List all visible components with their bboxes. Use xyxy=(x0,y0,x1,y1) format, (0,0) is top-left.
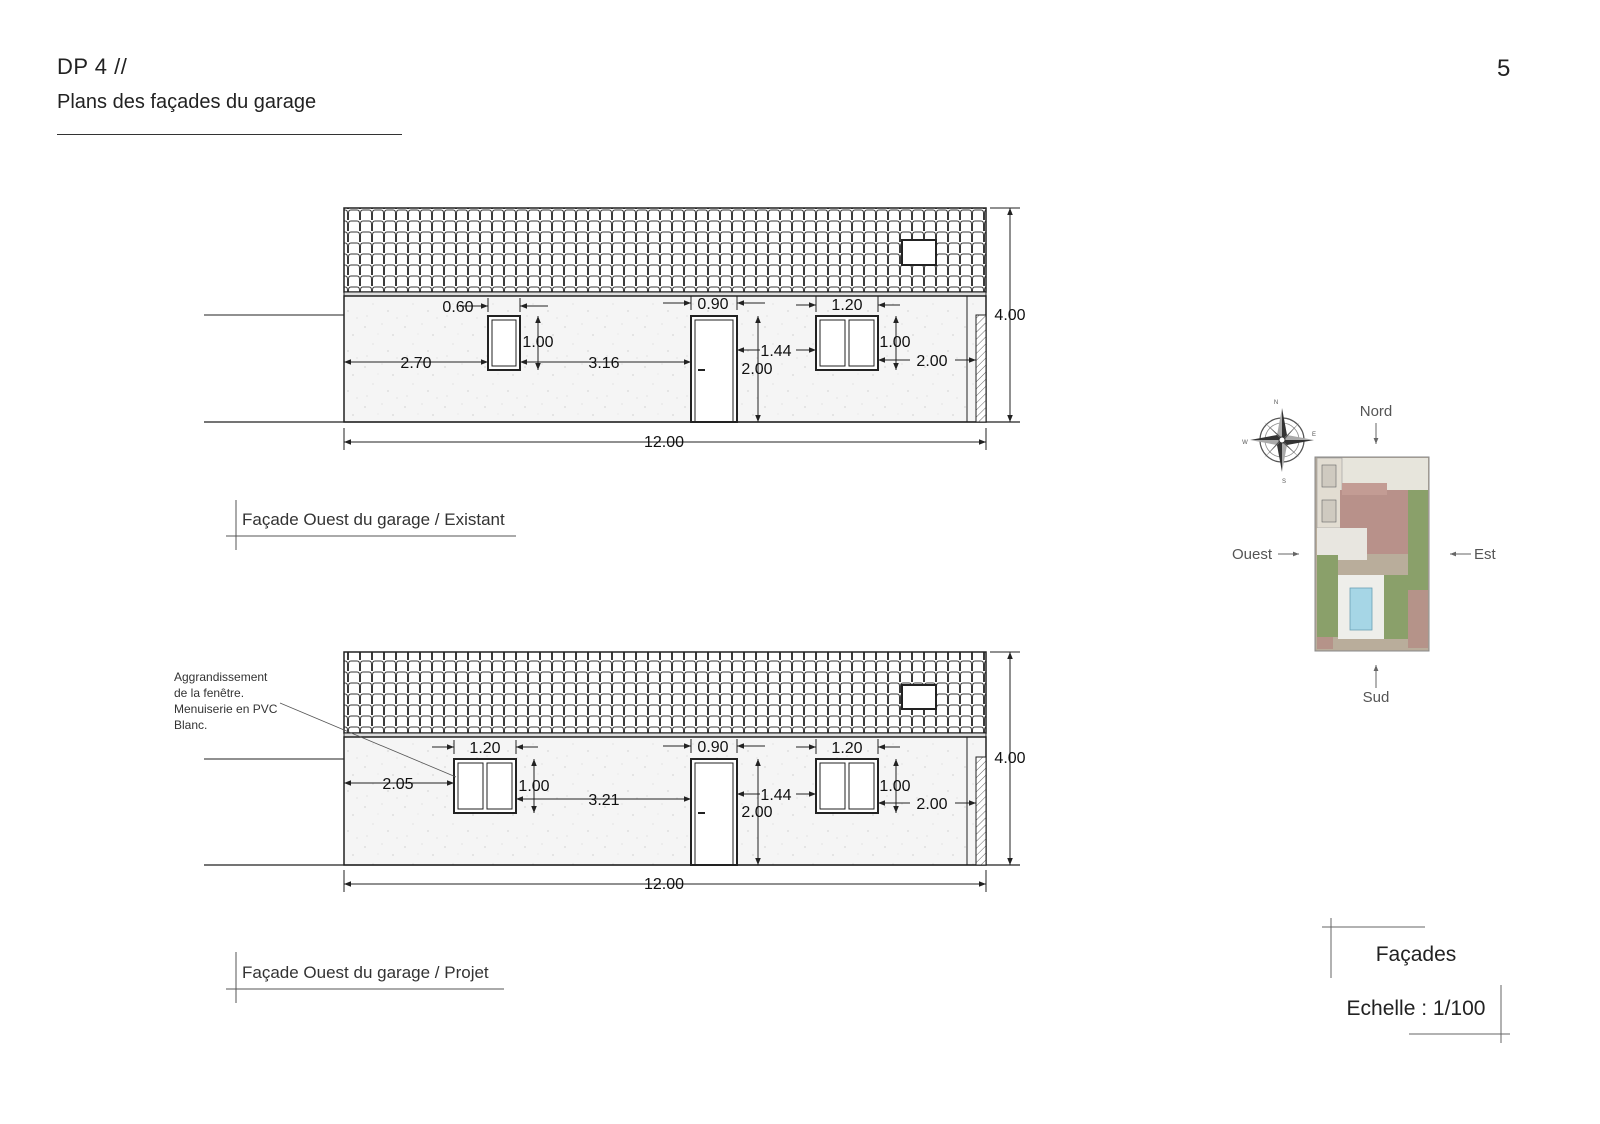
header-divider xyxy=(57,134,402,135)
elevation-project: 4.00 12.00 2.05 1.20 1.00 3.21 0.90 1.44… xyxy=(174,651,1026,1003)
caption-existing: Façade Ouest du garage / Existant xyxy=(226,500,516,550)
dim-door-width: 0.90 xyxy=(697,739,728,756)
dim-window2-height: 1.00 xyxy=(879,778,910,795)
note-line: Aggrandissement xyxy=(174,670,268,684)
page-number: 5 xyxy=(1497,55,1511,82)
dim-total-width: 12.00 xyxy=(644,876,684,893)
caption-existing-text: Façade Ouest du garage / Existant xyxy=(242,510,505,529)
title-block: Façades Echelle : 1/100 xyxy=(1322,918,1510,1043)
dim-window1-height: 1.00 xyxy=(522,334,553,351)
roof-skylight xyxy=(901,239,937,266)
wall xyxy=(343,736,987,866)
dim-window1-width: 1.20 xyxy=(469,740,500,757)
label-sud: Sud xyxy=(1363,689,1390,706)
dim-between: 3.16 xyxy=(588,355,619,372)
dim-window1-left: 2.05 xyxy=(382,776,413,793)
side-post xyxy=(975,756,987,866)
compass-n: N xyxy=(1274,400,1278,406)
caption-project: Façade Ouest du garage / Projet xyxy=(226,952,504,1003)
dim-window2-width: 1.20 xyxy=(831,740,862,757)
dim-total-height: 4.00 xyxy=(994,307,1025,324)
dim-door-sill: 1.44 xyxy=(760,343,791,360)
window-small xyxy=(487,315,521,371)
elevation-existing: 4.00 12.00 2.70 0.60 1.00 3.16 0.90 1.44… xyxy=(204,207,1026,550)
label-nord: Nord xyxy=(1360,403,1393,420)
window-enlarged xyxy=(453,758,517,814)
window-double xyxy=(815,758,879,814)
dim-window2-height: 1.00 xyxy=(879,334,910,351)
compass-rose-icon: N S E W xyxy=(1242,400,1316,485)
dim-door-width: 0.90 xyxy=(697,296,728,313)
label-ouest: Ouest xyxy=(1232,546,1273,563)
window-double xyxy=(815,315,879,371)
dim-window2-right: 2.00 xyxy=(916,796,947,813)
compass-s: S xyxy=(1282,479,1286,485)
dim-total-height: 4.00 xyxy=(994,750,1025,767)
note-line: de la fenêtre. xyxy=(174,686,244,700)
caption-project-text: Façade Ouest du garage / Projet xyxy=(242,963,489,982)
side-post xyxy=(975,314,987,423)
dim-door-height: 2.00 xyxy=(741,361,772,378)
dim-window1-width: 0.60 xyxy=(442,299,473,316)
roof-skylight xyxy=(901,684,937,710)
dim-window1-height: 1.00 xyxy=(518,778,549,795)
door xyxy=(690,758,738,866)
compass-w: W xyxy=(1242,440,1248,446)
title-block-title: Façades xyxy=(1376,943,1457,966)
label-est: Est xyxy=(1474,546,1497,563)
page-code: DP 4 // xyxy=(57,54,128,79)
roof-tiles xyxy=(343,651,987,734)
note-line: Menuiserie en PVC xyxy=(174,702,278,716)
compass-e: E xyxy=(1312,432,1316,438)
title-block-scale: Echelle : 1/100 xyxy=(1347,997,1486,1020)
note-line: Blanc. xyxy=(174,718,207,732)
dim-window2-right: 2.00 xyxy=(916,353,947,370)
orientation-arrows xyxy=(1278,423,1471,688)
page-subtitle: Plans des façades du garage xyxy=(57,91,317,113)
site-plan xyxy=(1314,456,1430,652)
dim-between: 3.21 xyxy=(588,792,619,809)
dim-door-sill: 1.44 xyxy=(760,787,791,804)
dim-window1-left: 2.70 xyxy=(400,355,431,372)
annotation-note: Aggrandissement de la fenêtre. Menuiseri… xyxy=(174,670,457,778)
dim-total-width: 12.00 xyxy=(644,434,684,451)
wall xyxy=(343,295,987,423)
dim-window2-width: 1.20 xyxy=(831,297,862,314)
roof-tiles xyxy=(343,207,987,293)
door xyxy=(690,315,738,423)
dim-door-height: 2.00 xyxy=(741,804,772,821)
